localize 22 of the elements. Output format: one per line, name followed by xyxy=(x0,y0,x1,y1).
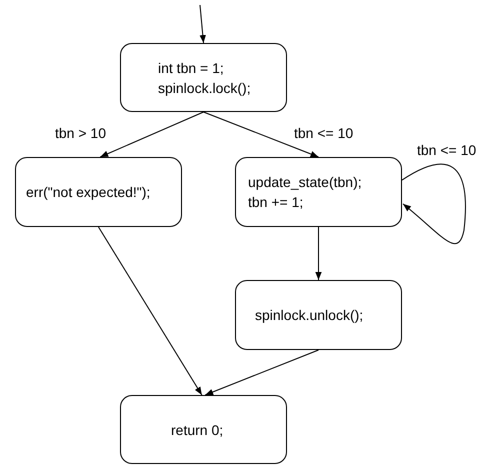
code-text: err("not expected!"); xyxy=(26,183,152,202)
process-box xyxy=(235,280,402,350)
edge-label: tbn > 10 xyxy=(55,126,106,140)
arrow xyxy=(100,112,204,158)
arrow xyxy=(402,164,466,244)
arrow xyxy=(98,226,202,396)
arrow xyxy=(315,226,322,280)
code-text: int tbn = 1; xyxy=(158,58,225,78)
code-text: tbn += 1; xyxy=(248,193,304,212)
arrow xyxy=(200,4,206,44)
arrow xyxy=(203,112,319,158)
process-box xyxy=(15,157,182,227)
process-box xyxy=(120,43,287,112)
arrow xyxy=(204,350,319,396)
code-text: spinlock.unlock(); xyxy=(255,306,364,325)
code-text: update_state(tbn); xyxy=(248,173,363,192)
process-box xyxy=(120,395,287,464)
code-text: return 0; xyxy=(171,420,224,440)
process-box xyxy=(235,157,402,227)
code-text: spinlock.lock(); xyxy=(158,78,252,98)
edge-label: tbn <= 10 xyxy=(417,143,476,157)
edge-label: tbn <= 10 xyxy=(294,126,354,140)
